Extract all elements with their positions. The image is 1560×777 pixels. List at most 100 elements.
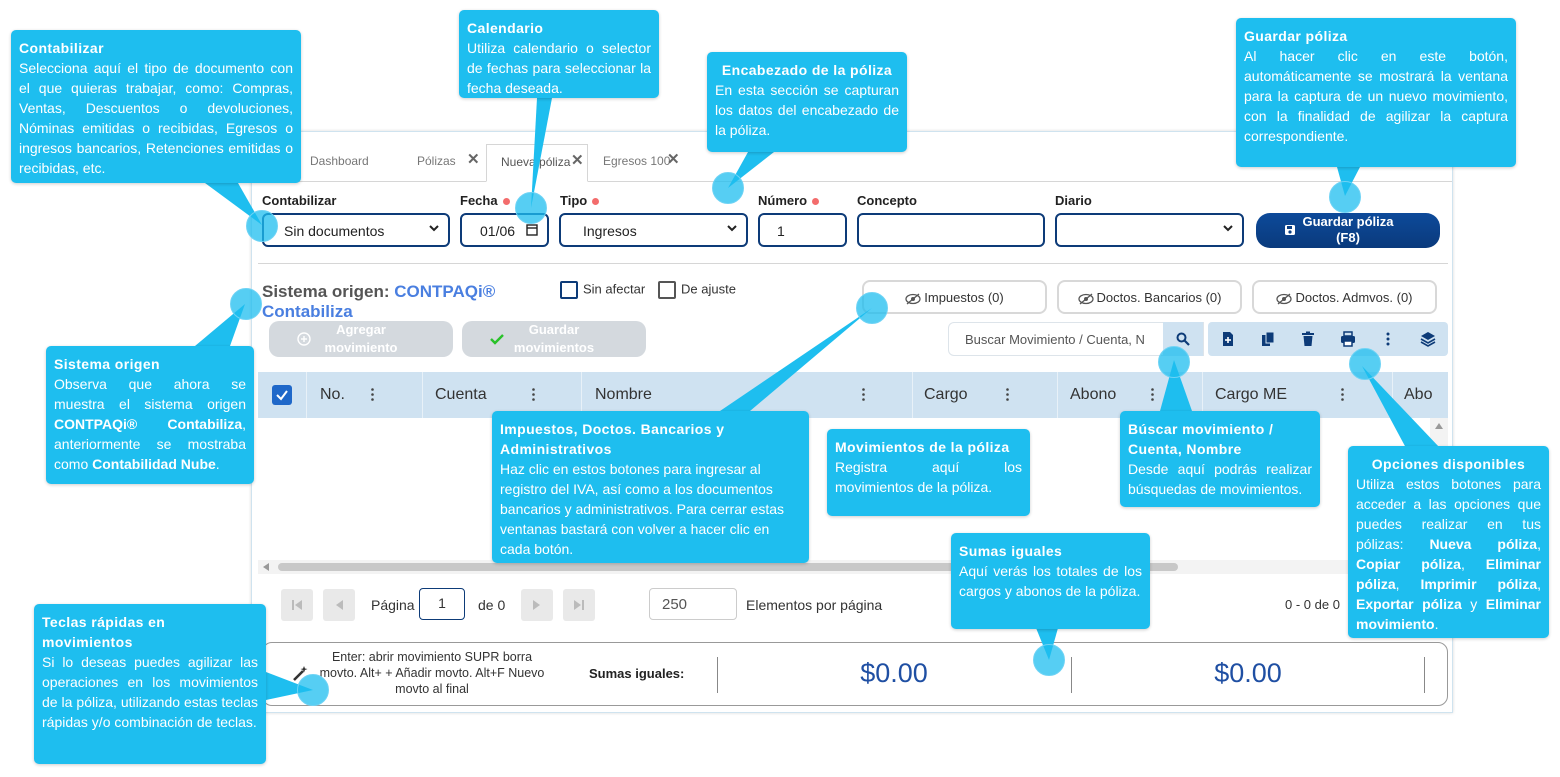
doctos-bancarios-button[interactable]: Doctos. Bancarios (0): [1057, 280, 1242, 314]
next-page-button[interactable]: [521, 589, 553, 621]
column-menu-icon[interactable]: [1341, 388, 1344, 401]
pointer-contabilizar: [205, 183, 262, 225]
column-menu-icon[interactable]: [862, 388, 865, 401]
column-header[interactable]: Nombre: [595, 386, 652, 403]
column-header[interactable]: Cargo ME: [1215, 386, 1288, 403]
checkbox-icon[interactable]: [658, 281, 676, 299]
calendar-icon[interactable]: [526, 223, 538, 236]
column-divider: [912, 372, 913, 418]
chevron-down-icon: [1223, 225, 1233, 232]
pointer-impuestos: [720, 308, 872, 411]
select-all-checkbox[interactable]: [272, 385, 292, 405]
close-icon[interactable]: ✕: [667, 151, 680, 168]
tab-dashboard[interactable]: Dashboard: [310, 144, 400, 182]
diario-label: Diario: [1055, 193, 1092, 208]
prev-page-icon: [336, 600, 343, 610]
pointer-opciones: [1362, 366, 1440, 448]
highlight-dot: [515, 192, 547, 224]
impuestos-button[interactable]: Impuestos (0): [862, 280, 1047, 314]
highlight-dot: [297, 674, 329, 706]
column-menu-icon[interactable]: [371, 388, 374, 401]
tipo-select[interactable]: Ingresos: [559, 213, 748, 247]
callout-opciones: Opciones disponibles Utiliza estos boton…: [1348, 446, 1549, 638]
column-header[interactable]: Cargo: [924, 386, 968, 403]
page-size-input[interactable]: 250: [649, 588, 737, 620]
close-icon[interactable]: ✕: [467, 151, 480, 168]
scroll-left-icon[interactable]: [263, 563, 269, 571]
scroll-up-icon[interactable]: [1435, 423, 1443, 429]
next-page-icon: [533, 600, 540, 610]
last-page-button[interactable]: [563, 589, 595, 621]
fecha-label: Fecha: [460, 193, 510, 208]
guardar-poliza-button[interactable]: Guardar póliza (F8): [1256, 213, 1440, 248]
close-icon[interactable]: ✕: [571, 152, 584, 169]
checkbox-icon[interactable]: [560, 281, 578, 299]
column-header[interactable]: Abo: [1404, 386, 1433, 403]
first-page-button[interactable]: [281, 589, 313, 621]
column-header[interactable]: No.: [320, 386, 345, 403]
save-shortcut: (F8): [1336, 230, 1360, 245]
copy-icon[interactable]: [1260, 331, 1276, 347]
tipo-label: Tipo: [560, 193, 600, 208]
highlight-dot: [856, 292, 888, 324]
highlight-dot: [246, 210, 278, 242]
highlight-dot: [1349, 348, 1381, 380]
column-header[interactable]: Cuenta: [435, 386, 487, 403]
layers-icon[interactable]: [1420, 331, 1436, 347]
tab-polizas[interactable]: Pólizas ✕: [417, 144, 487, 182]
search-input[interactable]: Buscar Movimiento / Cuenta, N: [948, 322, 1204, 356]
check-icon: [276, 390, 288, 401]
first-page-icon: [292, 600, 302, 610]
column-menu-icon[interactable]: [532, 388, 535, 401]
tab-label: Dashboard: [310, 154, 369, 168]
sin-afectar-checkbox[interactable]: Sin afectar: [560, 281, 645, 299]
column-divider: [581, 372, 582, 418]
pointer-sistema: [195, 304, 245, 346]
numero-input[interactable]: 1: [758, 213, 847, 247]
new-file-icon[interactable]: [1220, 331, 1236, 347]
horizontal-scrollbar[interactable]: [258, 560, 1448, 574]
divider: [1424, 657, 1425, 693]
tab-egresos-100[interactable]: Egresos 100✕: [603, 144, 683, 182]
options-toolbar: [1208, 322, 1448, 356]
print-icon[interactable]: [1340, 331, 1356, 347]
required-icon: [502, 198, 510, 206]
concepto-input[interactable]: [857, 213, 1045, 247]
highlight-dot: [230, 288, 262, 320]
concepto-label: Concepto: [857, 193, 917, 208]
column-menu-icon[interactable]: [1006, 388, 1009, 401]
trash-icon[interactable]: [1300, 331, 1316, 347]
highlight-dot: [712, 172, 744, 204]
tab-label: Pólizas: [417, 154, 456, 168]
scroll-thumb[interactable]: [278, 563, 1178, 571]
de-ajuste-checkbox[interactable]: De ajuste: [658, 281, 736, 299]
callout-sistema-origen: Sistema origen Observa que ahora se mues…: [46, 346, 254, 484]
required-icon: [592, 198, 600, 206]
contabilizar-select[interactable]: Sin documentos: [262, 213, 450, 247]
magic-wand-icon: [293, 666, 308, 681]
prev-page-button[interactable]: [323, 589, 355, 621]
callout-impuestos: Impuestos, Doctos. Bancarios y Administr…: [492, 411, 809, 563]
page-of-label: de 0: [478, 597, 506, 613]
column-divider: [1057, 372, 1058, 418]
movimientos-grid-header: No. Cuenta Nombre Cargo Abono Cargo ME A…: [258, 372, 1448, 418]
eye-slash-icon: [905, 293, 921, 305]
page-input[interactable]: 1: [419, 588, 465, 620]
save-label: Guardar póliza: [1302, 214, 1394, 229]
diario-select[interactable]: [1055, 213, 1244, 247]
cargo-total: $0.00: [860, 658, 928, 688]
column-header[interactable]: Abono: [1070, 386, 1117, 403]
more-vertical-icon[interactable]: [1380, 331, 1396, 347]
column-divider: [1202, 372, 1203, 418]
column-menu-icon[interactable]: [1151, 388, 1154, 401]
doctos-admvos-button[interactable]: Doctos. Admvos. (0): [1252, 280, 1437, 314]
